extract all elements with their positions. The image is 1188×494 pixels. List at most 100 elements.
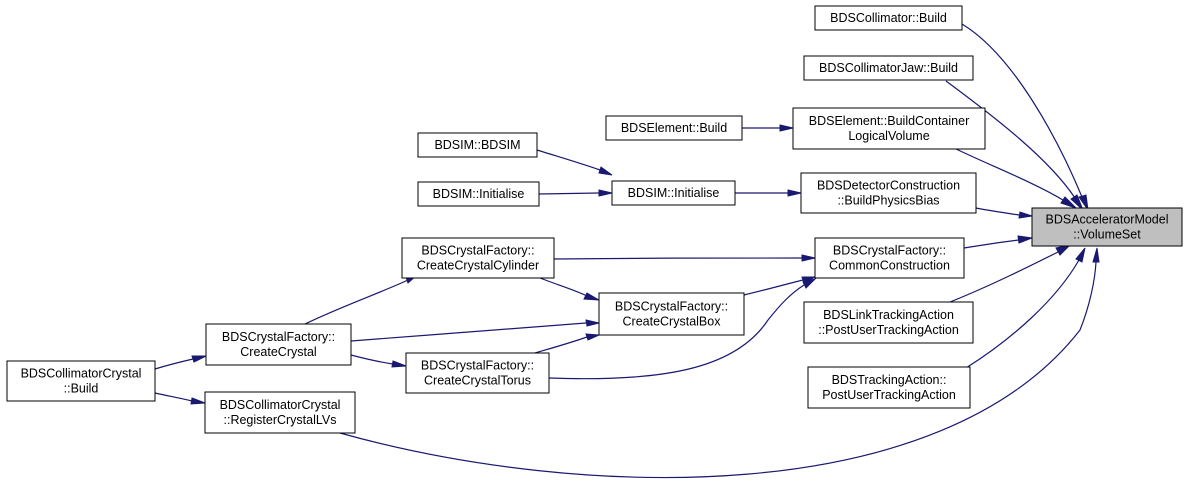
- node-trackPUTA[interactable]: BDSTrackingAction::PostUserTrackingActio…: [807, 366, 971, 409]
- edge-elemBCLV-to-root: [953, 147, 1077, 209]
- node-box: [814, 5, 963, 31]
- edge-arrowhead: [583, 292, 600, 301]
- edge-cfCrystal-to-cfCyl: [304, 273, 419, 325]
- node-label: BDSElement::BuildContainer: [809, 114, 970, 128]
- node-ccBuild[interactable]: BDSCollimatorCrystal::Build: [6, 360, 156, 402]
- edge-arrowhead: [1017, 235, 1034, 244]
- node-cfBox[interactable]: BDSCrystalFactory::CreateCrystalBox: [598, 292, 745, 336]
- node-label: ::Build: [64, 382, 99, 396]
- node-box: [792, 107, 986, 150]
- edge-cfCrystal-to-cfTorus: [350, 354, 407, 368]
- edge-ccBuild-to-cfCrystal: [154, 355, 207, 370]
- node-label: PostUserTrackingAction: [822, 388, 956, 402]
- edge-arrowhead: [1060, 196, 1077, 209]
- edge-linkPUTA-to-root: [949, 244, 1072, 303]
- node-box: [807, 366, 971, 409]
- node-box: [803, 301, 974, 344]
- edge-arrowhead: [191, 355, 207, 363]
- node-label: BDSDetectorConstruction: [817, 179, 960, 193]
- node-label: BDSCollimatorJaw::Build: [819, 61, 958, 75]
- edge-elemBuild-to-elemBCLV: [742, 124, 794, 132]
- node-label: BDSCollimator::Build: [830, 11, 947, 25]
- edge-line: [534, 336, 588, 354]
- edge-line: [548, 284, 805, 380]
- edge-cfBox-to-cfCommon: [743, 276, 816, 296]
- node-label: CommonConstruction: [829, 259, 950, 273]
- node-label: ::RegisterCrystalLVs: [224, 413, 337, 427]
- edge-arrowhead: [585, 319, 600, 327]
- node-bdsimCtor[interactable]: BDSIM::BDSIM: [417, 132, 538, 158]
- node-box: [204, 391, 356, 434]
- node-label: BDSIM::Initialise: [628, 186, 720, 200]
- node-cfCyl[interactable]: BDSCrystalFactory::CreateCrystalCylinder: [401, 237, 555, 279]
- node-elemBuild[interactable]: BDSElement::Build: [605, 115, 743, 141]
- node-box: [611, 180, 736, 206]
- edge-detBPB-to-root: [975, 207, 1033, 219]
- edge-colBuild-to-root: [961, 23, 1089, 211]
- edge-arrowhead: [787, 189, 802, 197]
- edge-cfCyl-to-cfCommon: [553, 254, 816, 262]
- node-bdsimInitM[interactable]: BDSIM::Initialise: [611, 180, 736, 206]
- node-detBPB[interactable]: BDSDetectorConstruction::BuildPhysicsBia…: [800, 172, 977, 214]
- edge-arrowhead: [1075, 247, 1086, 263]
- edge-line: [553, 257, 803, 260]
- node-label: ::BuildPhysicsBias: [837, 194, 939, 208]
- edge-bdsimCtor-to-bdsimInitM: [536, 149, 613, 176]
- node-box: [800, 172, 977, 214]
- node-box: [417, 132, 538, 158]
- edge-line: [350, 354, 394, 365]
- edge-trackPUTA-to-root: [965, 247, 1086, 369]
- edge-arrowhead: [585, 333, 600, 341]
- node-ccReg[interactable]: BDSCollimatorCrystal::RegisterCrystalLVs: [204, 391, 356, 434]
- edge-line: [975, 207, 1020, 216]
- node-colBuild[interactable]: BDSCollimator::Build: [814, 5, 963, 31]
- node-linkPUTA[interactable]: BDSLinkTrackingAction::PostUserTrackingA…: [803, 301, 974, 344]
- node-label: ::VolumeSet: [1073, 228, 1141, 242]
- node-box: [1031, 207, 1183, 247]
- edge-jawBuild-to-root: [945, 80, 1084, 211]
- node-root[interactable]: BDSAcceleratorModel::VolumeSet: [1031, 207, 1183, 247]
- node-label: BDSCrystalFactory::: [222, 330, 335, 344]
- edge-line: [154, 358, 194, 370]
- node-label: BDSIM::Initialise: [433, 187, 525, 201]
- node-box: [6, 360, 156, 402]
- edge-arrowhead: [1092, 247, 1100, 263]
- edge-cfTorus-to-cfBox: [534, 333, 600, 354]
- node-box: [405, 352, 550, 394]
- edge-line: [339, 261, 1097, 479]
- node-label: BDSCrystalFactory::: [421, 244, 534, 258]
- edge-arrowhead: [1070, 194, 1084, 211]
- node-box: [205, 323, 352, 366]
- edge-line: [963, 239, 1020, 249]
- edge-bdsimInitL-to-bdsimInitM: [538, 189, 613, 197]
- edge-arrowhead: [598, 189, 613, 197]
- edge-line: [536, 149, 601, 171]
- edge-line: [965, 259, 1080, 369]
- node-box: [814, 237, 965, 279]
- node-label: LogicalVolume: [848, 129, 929, 143]
- node-label: CreateCrystal: [240, 345, 316, 359]
- node-label: BDSCrystalFactory::: [615, 300, 728, 314]
- edge-arrowhead: [779, 124, 794, 132]
- edge-line: [743, 279, 804, 296]
- edge-arrowhead: [190, 397, 206, 405]
- edge-cfCrystal-to-cfBox: [350, 319, 600, 342]
- node-cfTorus[interactable]: BDSCrystalFactory::CreateCrystalTorus: [405, 352, 550, 394]
- node-cfCrystal[interactable]: BDSCrystalFactory::CreateCrystal: [205, 323, 352, 366]
- edge-cfCyl-to-cfBox: [539, 277, 600, 301]
- edge-arrowhead: [1078, 194, 1089, 211]
- node-bdsimInitL[interactable]: BDSIM::Initialise: [417, 181, 540, 207]
- node-label: BDSElement::Build: [621, 121, 727, 135]
- node-label: BDSCrystalFactory::: [833, 244, 946, 258]
- node-label: CreateCrystalBox: [623, 315, 722, 329]
- edge-line: [953, 147, 1064, 201]
- edge-arrowhead: [598, 166, 613, 176]
- node-label: BDSCrystalFactory::: [421, 359, 534, 373]
- node-box: [803, 55, 974, 81]
- node-jawBuild[interactable]: BDSCollimatorJaw::Build: [803, 55, 974, 81]
- edge-cfCommon-to-root: [963, 235, 1034, 249]
- node-cfCommon[interactable]: BDSCrystalFactory::CommonConstruction: [814, 237, 965, 279]
- edge-line: [961, 23, 1083, 198]
- node-box: [401, 237, 555, 279]
